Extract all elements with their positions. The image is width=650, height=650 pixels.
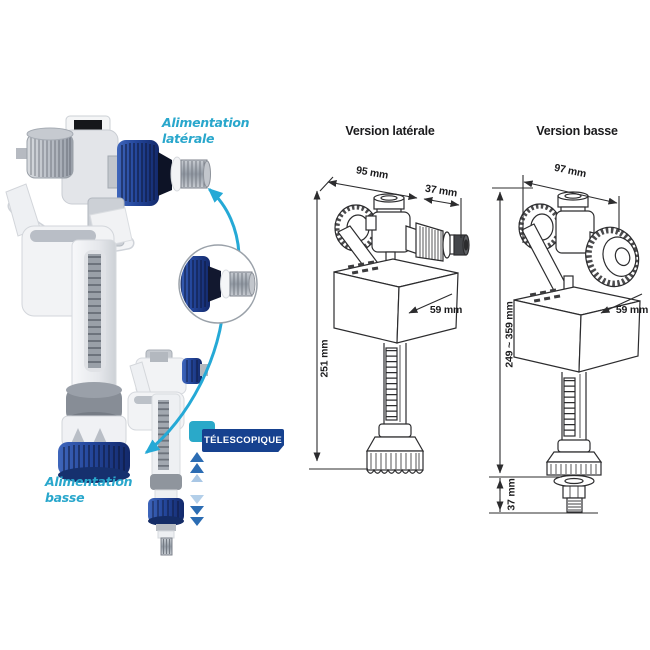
- side-nut-ribs: [121, 143, 155, 202]
- dim-label-height-range: 249 ~ 359 mm: [503, 301, 516, 368]
- drawing-bottom-valve: [513, 191, 641, 513]
- label-side-feed: Alimentation latérale: [162, 115, 250, 146]
- dim-label-251mm: 251 mm: [318, 339, 331, 378]
- telescopic-up-arrows-icon: [190, 452, 204, 482]
- product-photo-main-valve: [5, 115, 211, 483]
- dim-label-59mm-lateral: 59 mm: [429, 304, 463, 316]
- telescopic-down-arrows-icon: [190, 495, 204, 526]
- dim-line-59mm-bottom: [600, 293, 643, 314]
- dimensions-lateral: [309, 176, 462, 470]
- bottom-hex-nut: [562, 485, 586, 499]
- cap-window: [74, 120, 102, 130]
- dim-line-59mm-lateral: [408, 293, 453, 314]
- telescopic-badge: TÉLESCOPIQUE: [202, 429, 284, 452]
- cup-grid-bottom: [529, 288, 561, 303]
- dim-line-37mm: [423, 196, 460, 208]
- drum-pin: [16, 148, 30, 159]
- dim-label-37mm-bottom: 37 mm: [505, 478, 518, 511]
- drawing-lateral-valve: [333, 193, 470, 474]
- side-cone: [158, 152, 172, 196]
- drum-ribs: [30, 135, 71, 177]
- side-threaded-rod: [180, 159, 208, 189]
- bottom-threaded-tip: [566, 497, 583, 513]
- dim-line-97mm: [523, 180, 618, 205]
- label-bottom-feed: Alimentation basse: [45, 474, 133, 505]
- title-version-basse: Version basse: [536, 124, 618, 138]
- dim-line-95mm: [327, 180, 418, 200]
- dim-label-59mm-bottom: 59 mm: [615, 304, 649, 316]
- mini-foot-nut-blue: [148, 498, 184, 522]
- dimensions-bottom: [489, 175, 643, 514]
- side-knob: [585, 226, 640, 288]
- title-version-laterale: Version latérale: [345, 124, 435, 138]
- inset-circle-connector: [178, 244, 258, 324]
- cup-grid-lateral: [347, 260, 379, 275]
